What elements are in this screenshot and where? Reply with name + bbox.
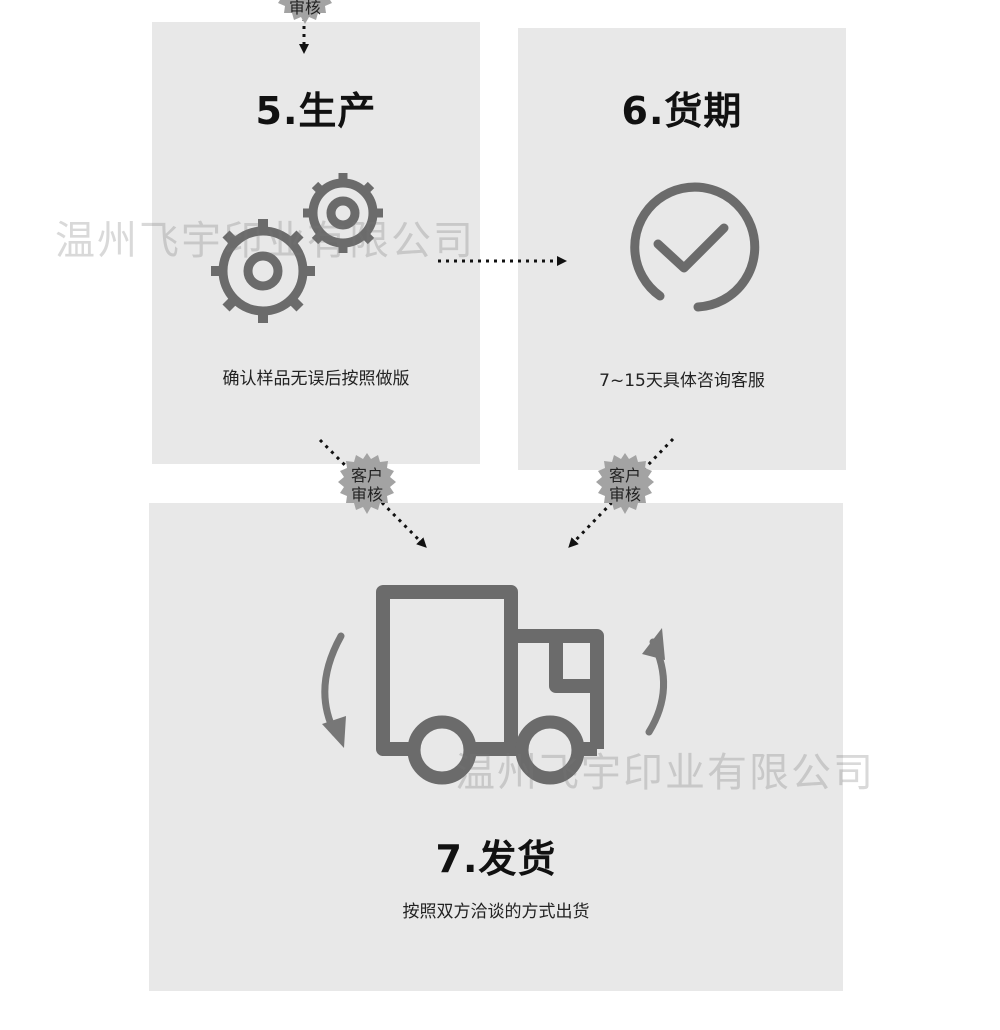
lead-time-panel xyxy=(518,28,846,470)
shipping-title: 7.发货 xyxy=(435,837,557,881)
circular-arrows-icon xyxy=(321,632,667,737)
production-title: 5.生产 xyxy=(255,89,377,133)
lead-time-caption: 7~15天具体咨询客服 xyxy=(599,371,765,391)
badge-left-line1: 客户 xyxy=(350,466,383,485)
check-circle-icon xyxy=(630,182,760,312)
badge-right-line2: 审核 xyxy=(608,485,641,504)
production-caption: 确认样品无误后按照做版 xyxy=(222,369,410,389)
cycle-arrowheads xyxy=(322,628,665,748)
watermark-top: 温州飞宇印业有限公司 xyxy=(55,218,475,264)
badge-right-line1: 客户 xyxy=(608,466,641,485)
customer-review-badge-left: 客户 审核 xyxy=(334,452,400,518)
production-panel xyxy=(152,22,480,464)
customer-review-badge-right: 客户 审核 xyxy=(592,452,658,518)
review-badge-top: 审核 xyxy=(272,0,338,28)
lead-time-title: 6.货期 xyxy=(621,89,743,133)
gears-icon xyxy=(211,173,383,323)
review-badge-top-line2: 审核 xyxy=(288,0,321,17)
shipping-caption: 按照双方洽谈的方式出货 xyxy=(402,902,590,922)
badge-left-line2: 审核 xyxy=(350,485,383,504)
truck-wheels xyxy=(407,715,585,785)
watermark-bottom: 温州飞宇印业有限公司 xyxy=(455,750,875,796)
